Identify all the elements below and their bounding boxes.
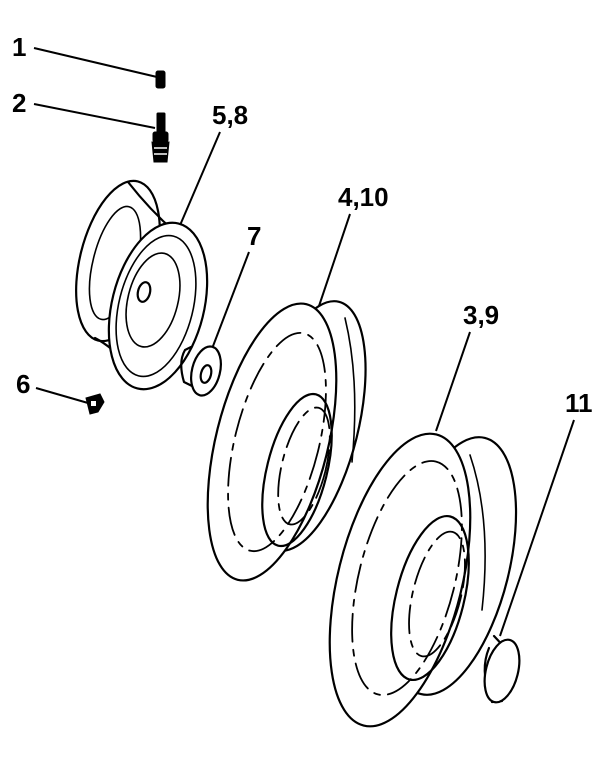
leader-line-2 xyxy=(33,103,156,129)
leader-line-1 xyxy=(33,47,158,78)
valve-stem-part-2 xyxy=(151,112,170,163)
valve-cap-body xyxy=(155,70,166,89)
valve-stem-tip xyxy=(156,112,166,134)
wheel-rim-part-5-8 xyxy=(75,179,209,391)
tire-part-3-9 xyxy=(328,432,518,728)
leader-line-7 xyxy=(209,251,250,355)
callout-label-5-8: 5,8 xyxy=(212,100,248,130)
bushing-flange xyxy=(190,345,222,397)
tire-3-9-bead-opening xyxy=(390,514,470,682)
callout-label-7: 7 xyxy=(247,221,261,251)
callout-label-1: 1 xyxy=(12,32,26,62)
callout-label-3-9: 3,9 xyxy=(463,300,499,330)
callout-label-2: 2 xyxy=(12,88,26,118)
callout-label-11: 11 xyxy=(565,388,593,418)
leader-line-5-8 xyxy=(174,131,221,238)
leader-lines xyxy=(33,47,575,637)
callout-label-6: 6 xyxy=(16,369,30,399)
leader-line-11 xyxy=(499,419,575,637)
tire-4-10-bead-opening xyxy=(261,392,333,548)
leader-line-6 xyxy=(35,387,89,404)
tire-4-10-sidewall xyxy=(206,302,338,582)
bushing-part-7 xyxy=(180,345,222,397)
leader-line-3-9 xyxy=(435,331,471,432)
grease-fitting-part-6 xyxy=(85,393,105,415)
valve-stem-base xyxy=(151,141,170,163)
valve-stem-collar xyxy=(152,131,169,143)
tire-part-4-10 xyxy=(206,300,367,582)
leader-line-4-10 xyxy=(318,213,351,307)
spacer-face xyxy=(483,638,521,704)
spacer-part-11 xyxy=(483,634,521,704)
callout-label-4-10: 4,10 xyxy=(338,182,389,212)
rim-hub-hole xyxy=(136,281,152,303)
bushing-bore xyxy=(199,364,213,384)
valve-cap-part-1 xyxy=(155,70,166,89)
